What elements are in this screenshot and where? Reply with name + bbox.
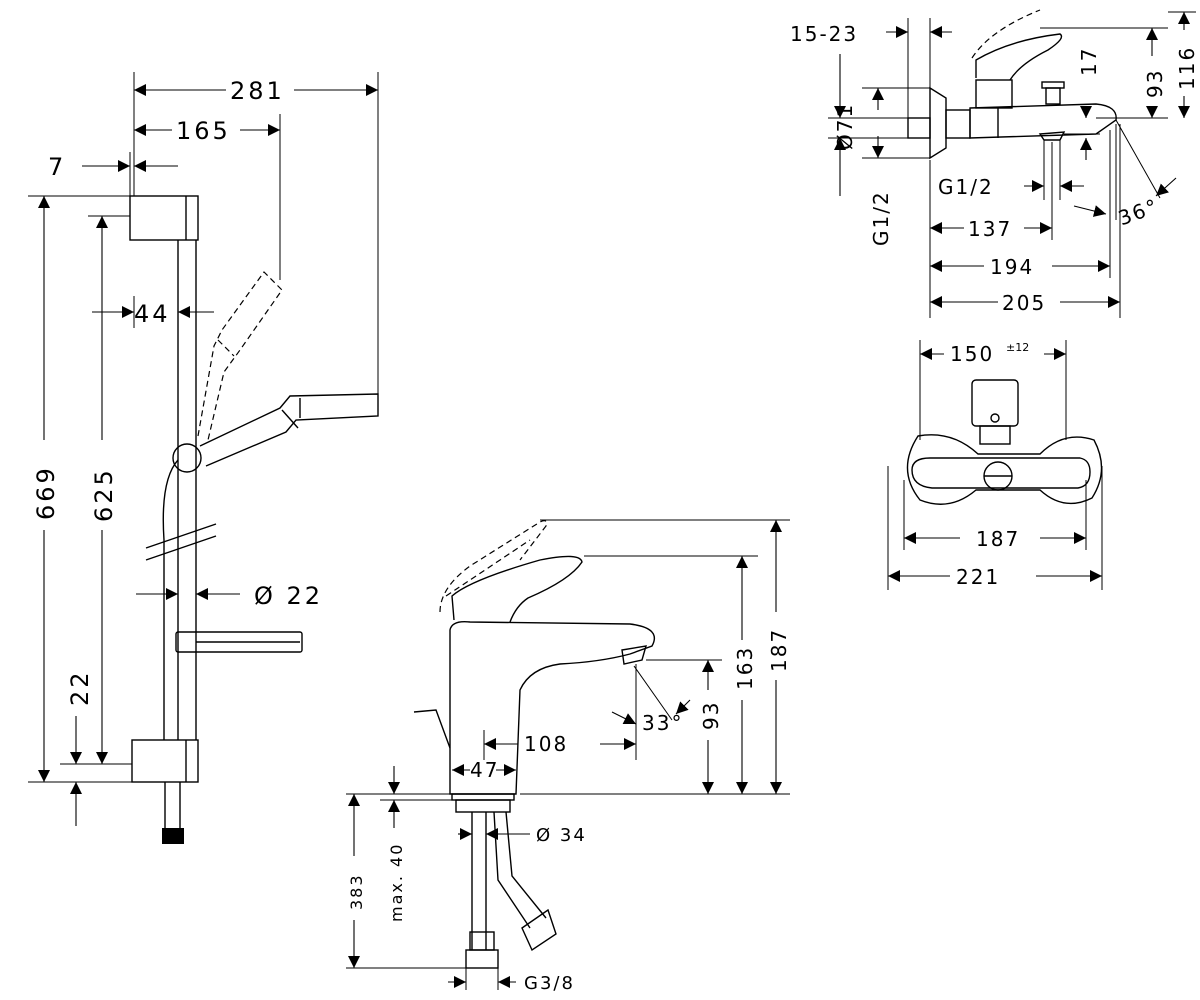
dim-g38: G3/8 (524, 973, 575, 994)
dim-625: 625 (90, 467, 118, 522)
slider-knob (172, 443, 202, 473)
dim-93-bath: 93 (1143, 69, 1167, 98)
dim-150-tolerance: ±12 (1006, 341, 1029, 354)
dim-22-bottom: 22 (66, 669, 94, 706)
basin-mixer-drawing: 187 163 93 33° 108 47 max. 40 (346, 519, 791, 994)
bath-mixer-lever-open (971, 9, 1041, 59)
dim-116: 116 (1175, 46, 1199, 90)
bath-mixer-front-body (906, 434, 1103, 505)
dim-281: 281 (230, 77, 285, 105)
basin-mixer-base (451, 793, 515, 801)
dim-47: 47 (470, 758, 499, 782)
dim-max-40: max. 40 (387, 843, 406, 922)
dim-diameter-71: Ø71 (833, 103, 857, 150)
handshower (199, 393, 379, 467)
dim-44: 44 (134, 300, 171, 328)
dim-194: 194 (990, 255, 1034, 279)
dim-7: 7 (48, 153, 66, 181)
basin-mixer-aerator (621, 645, 647, 665)
dim-669: 669 (32, 465, 60, 520)
dim-diameter-34: Ø 34 (536, 825, 587, 846)
dim-165: 165 (176, 117, 231, 145)
shower-hose (164, 782, 181, 830)
shower-set-drawing: 281 165 7 44 669 625 22 (28, 72, 379, 844)
dim-108: 108 (524, 732, 568, 756)
dim-g12: G1/2 (938, 175, 994, 199)
dim-angle-33: 33° (642, 711, 683, 735)
bath-mixer-side-drawing: 15-23 93 116 17 Ø71 G1/2 G1/2 (790, 9, 1199, 318)
dim-150: 150 (950, 342, 994, 366)
bath-mixer-front-lever (971, 379, 1019, 427)
dim-187-front: 187 (976, 527, 1020, 551)
bath-mixer-lever (975, 33, 1063, 81)
dim-383: 383 (347, 873, 366, 910)
top-wall-bracket (129, 195, 199, 241)
dim-diameter-22: Ø 22 (254, 582, 323, 610)
handshower-tilted (197, 271, 283, 441)
basin-mixer-lever (451, 555, 583, 623)
dim-g12-vertical: G1/2 (869, 190, 893, 246)
dim-15-23: 15-23 (790, 22, 858, 46)
bath-mixer-front-drawing: 150 ±12 187 221 (887, 340, 1103, 590)
dim-angle-36: 36° (1115, 194, 1162, 231)
dim-137: 137 (968, 217, 1012, 241)
dim-205: 205 (1002, 291, 1046, 315)
bottom-wall-bracket (131, 739, 199, 783)
dim-93-basin: 93 (699, 701, 723, 730)
soap-dish (175, 631, 303, 653)
dim-17: 17 (1077, 47, 1101, 76)
dim-187: 187 (767, 628, 791, 672)
bath-mixer-body (969, 103, 1117, 139)
dim-163: 163 (733, 646, 757, 690)
wall-rosette (929, 86, 947, 160)
dim-221: 221 (956, 565, 1000, 589)
basin-mixer-lever-open (439, 520, 547, 613)
hose-connector-g38 (465, 949, 499, 969)
basin-mixer-body (449, 620, 656, 795)
pop-up-rod (413, 709, 451, 749)
